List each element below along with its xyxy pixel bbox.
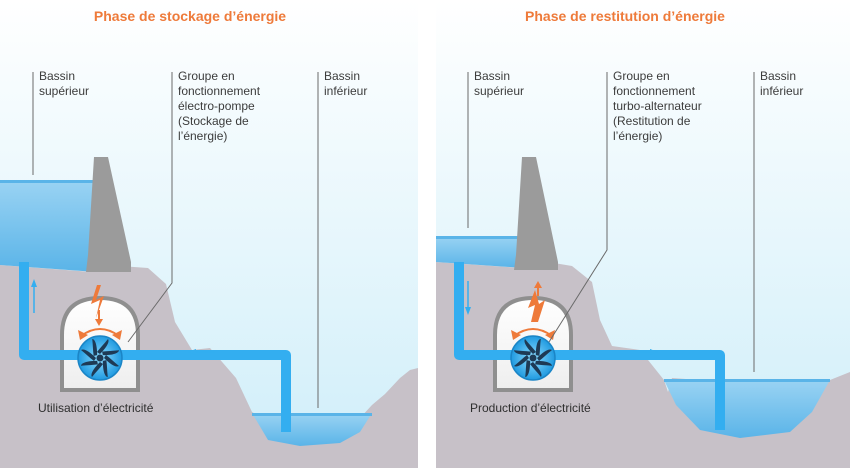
electricity-usage-caption: Utilisation d’électricité <box>38 401 154 415</box>
group-label: Groupe en fonctionnement électro-pompe (… <box>178 69 263 143</box>
upper-reservoir <box>436 236 524 268</box>
panel-restitution: Phase de restitution d’énergie Bassin su… <box>436 0 850 468</box>
lower-water-surface <box>664 379 830 382</box>
lightning-icon <box>528 281 545 322</box>
group-label: Groupe en fonctionnement turbo-alternate… <box>613 69 705 143</box>
restitution-phase-title: Phase de restitution d’énergie <box>525 8 725 24</box>
turbine-icon <box>77 335 123 381</box>
dam <box>86 157 131 272</box>
upper-reservoir <box>0 180 96 272</box>
leader-lines <box>32 72 319 408</box>
electricity-production-caption: Production d’électricité <box>470 401 591 415</box>
rotation-arrow-icon <box>511 328 555 340</box>
lightning-icon <box>91 285 104 326</box>
upper-water-surface <box>436 236 524 239</box>
leader-lines <box>467 72 755 372</box>
panel-storage: Phase de stockage d’énergie Bassin supér… <box>0 0 418 468</box>
upper-reservoir-label: Bassin supérieur <box>39 69 89 98</box>
upper-reservoir-label: Bassin supérieur <box>474 69 524 98</box>
rotation-arrow-icon <box>78 328 122 340</box>
dam <box>514 157 558 270</box>
flow-arrow-icon <box>465 281 658 355</box>
lower-reservoir-label: Bassin inférieur <box>760 69 803 98</box>
upper-water-surface <box>0 180 96 183</box>
turbine-icon <box>510 335 556 381</box>
panel-divider <box>418 0 436 468</box>
penstock-pipe <box>454 262 725 430</box>
lower-reservoir-label: Bassin inférieur <box>324 69 367 98</box>
lower-water-surface <box>252 413 372 416</box>
penstock-pipe <box>19 262 291 432</box>
lower-reservoir <box>664 380 830 438</box>
flow-arrow-icon <box>31 279 215 355</box>
storage-phase-title: Phase de stockage d’énergie <box>94 8 286 24</box>
